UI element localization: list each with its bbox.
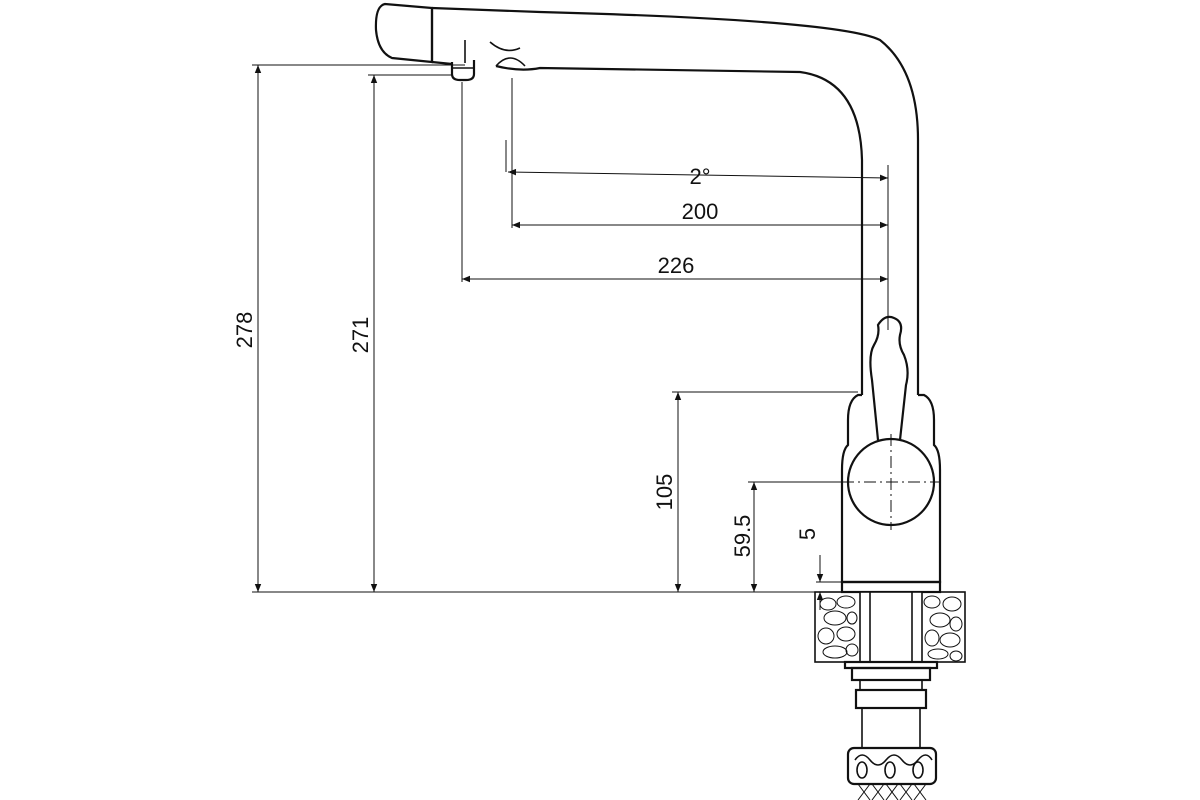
handle-lever bbox=[869, 315, 909, 441]
stone-pattern-left bbox=[817, 595, 859, 659]
countertop-section bbox=[814, 591, 966, 663]
spout-bottom-contour bbox=[431, 60, 864, 395]
label-226: 226 bbox=[658, 253, 695, 278]
faucet-outline bbox=[374, 2, 966, 800]
label-200: 200 bbox=[682, 199, 719, 224]
label-angle: 2° bbox=[689, 164, 710, 189]
base-flange bbox=[840, 580, 942, 594]
spout-detail-curve bbox=[489, 41, 521, 52]
spout-tip bbox=[374, 2, 434, 64]
dimension-lines bbox=[252, 64, 965, 610]
aerator-nozzle bbox=[450, 60, 476, 82]
label-278: 278 bbox=[232, 312, 257, 349]
dimension-labels: 2° 200 226 278 271 105 59.5 5 bbox=[232, 164, 820, 557]
label-5: 5 bbox=[795, 528, 820, 540]
connection-hoses bbox=[846, 746, 938, 800]
fixing-nut bbox=[843, 660, 939, 749]
label-59-5: 59.5 bbox=[730, 515, 755, 558]
spout-top-contour bbox=[431, 6, 920, 395]
filtered-outlet bbox=[495, 57, 526, 67]
stone-pattern-right bbox=[923, 595, 963, 662]
dim-angle-line bbox=[507, 168, 889, 182]
label-105: 105 bbox=[652, 474, 677, 511]
label-271: 271 bbox=[348, 317, 373, 354]
